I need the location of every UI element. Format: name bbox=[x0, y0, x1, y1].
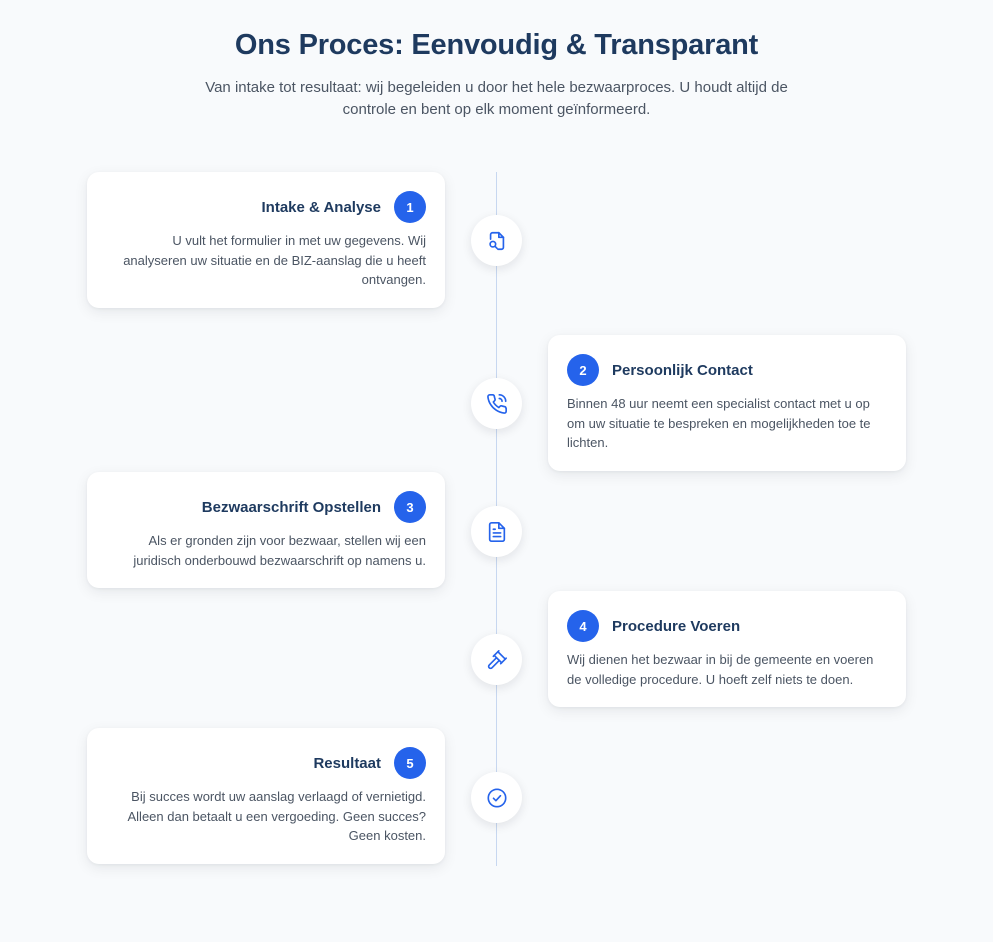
step-header: Bezwaarschrift Opstellen 3 bbox=[106, 491, 426, 523]
step-description: Bij succes wordt uw aanslag verlaagd of … bbox=[127, 789, 427, 843]
step-description: Als er gronden zijn voor bezwaar, stelle… bbox=[133, 533, 426, 568]
gavel-icon bbox=[471, 634, 522, 685]
step-title: Resultaat bbox=[313, 754, 381, 772]
step-title: Intake & Analyse bbox=[261, 198, 382, 216]
page-title: Ons Proces: Eenvoudig & Transparant bbox=[234, 29, 759, 61]
step-card-3: Bezwaarschrift Opstellen 3 Als er gronde… bbox=[87, 472, 445, 588]
document-icon bbox=[471, 506, 522, 557]
step-number-badge: 4 bbox=[567, 610, 599, 642]
step-title: Bezwaarschrift Opstellen bbox=[201, 498, 381, 516]
step-header: Intake & Analyse 1 bbox=[106, 191, 426, 223]
step-card-2: 2 Persoonlijk Contact Binnen 48 uur neem… bbox=[548, 335, 906, 471]
step-header: 2 Persoonlijk Contact bbox=[567, 354, 887, 386]
step-card-1: Intake & Analyse 1 U vult het formulier … bbox=[87, 172, 445, 308]
step-card-5: Resultaat 5 Bij succes wordt uw aanslag … bbox=[87, 728, 445, 864]
step-description: Binnen 48 uur neemt een specialist conta… bbox=[567, 396, 871, 450]
step-title: Procedure Voeren bbox=[612, 617, 741, 635]
step-number-badge: 5 bbox=[394, 747, 426, 779]
step-header: 4 Procedure Voeren bbox=[567, 610, 887, 642]
step-header: Resultaat 5 bbox=[106, 747, 426, 779]
step-number-badge: 1 bbox=[394, 191, 426, 223]
document-search-icon bbox=[471, 215, 522, 266]
step-description: U vult het formulier in met uw gegevens.… bbox=[123, 233, 426, 287]
step-number-badge: 2 bbox=[567, 354, 599, 386]
step-card-4: 4 Procedure Voeren Wij dienen het bezwaa… bbox=[548, 591, 906, 707]
step-number-badge: 3 bbox=[394, 491, 426, 523]
step-title: Persoonlijk Contact bbox=[612, 361, 753, 379]
phone-call-icon bbox=[471, 378, 522, 429]
page-subtitle: Van intake tot resultaat: wij begeleiden… bbox=[205, 79, 788, 118]
check-circle-icon bbox=[471, 772, 522, 823]
step-description: Wij dienen het bezwaar in bij de gemeent… bbox=[567, 652, 874, 687]
